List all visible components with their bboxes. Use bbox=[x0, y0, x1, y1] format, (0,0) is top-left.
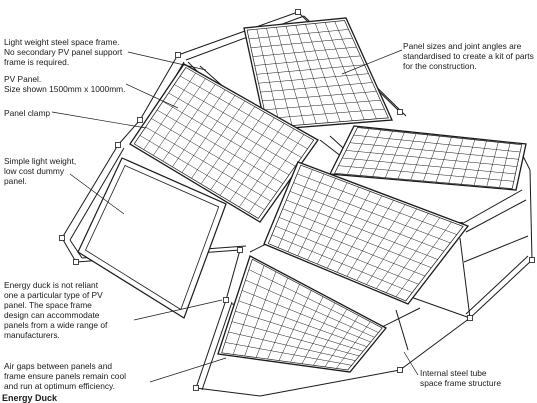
label-space-frame: Light weight steel space frame. No secon… bbox=[4, 37, 123, 67]
pv-panel-5 bbox=[217, 255, 388, 373]
frame-member-2 bbox=[185, 15, 305, 61]
panel-clamp-15 bbox=[397, 109, 403, 115]
panel-clamp-11 bbox=[467, 315, 473, 321]
frame-member-31 bbox=[395, 309, 409, 351]
leader-line-7 bbox=[341, 49, 403, 75]
label-internal-tube: Internal steel tube space frame structur… bbox=[420, 368, 501, 388]
pv-cell-grid bbox=[225, 265, 379, 369]
pv-panel-frame bbox=[243, 17, 393, 131]
frame-member-29 bbox=[459, 237, 471, 319]
frame-member-11 bbox=[69, 239, 83, 259]
pv-panel-4 bbox=[263, 161, 470, 305]
frame-member-1 bbox=[177, 11, 299, 56]
panel-clamp-9 bbox=[193, 385, 199, 391]
pv-cell-grid bbox=[139, 72, 308, 213]
leader-line-8 bbox=[403, 351, 419, 376]
pv-panel-inner-edge bbox=[133, 67, 315, 219]
dummy-panel-outer bbox=[77, 157, 227, 319]
frame-member-28 bbox=[463, 235, 529, 263]
frame-member-8 bbox=[61, 144, 119, 239]
pv-panel-inner-edge bbox=[246, 20, 389, 128]
panel-clamp-10 bbox=[397, 367, 403, 373]
frame-member-10 bbox=[61, 237, 77, 263]
pv-panel-1 bbox=[243, 17, 393, 131]
frame-member-27 bbox=[465, 199, 527, 233]
frame-member-17 bbox=[195, 299, 227, 389]
frame-member-30 bbox=[407, 295, 471, 319]
leader-line-4 bbox=[69, 173, 125, 215]
leader-line-6 bbox=[149, 357, 227, 383]
panel-clamp-12 bbox=[529, 257, 535, 263]
pv-panel-group bbox=[129, 17, 527, 373]
label-panel-sizes: Panel sizes and joint angles are standar… bbox=[403, 41, 534, 71]
pv-cell-grid bbox=[271, 169, 457, 297]
leader-line-1 bbox=[127, 51, 207, 71]
pv-cell-grid bbox=[338, 128, 521, 188]
frame-member-7 bbox=[117, 119, 141, 146]
panel-clamp-6 bbox=[73, 259, 79, 265]
label-energy-duck: Energy duck is not reliant one a particu… bbox=[4, 280, 108, 340]
label-pv-panel: PV Panel. Size shown 1500mm x 1000mm. bbox=[4, 74, 126, 94]
label-panel-clamp: Panel clamp bbox=[4, 108, 51, 118]
frame-member-21 bbox=[399, 317, 471, 371]
panel-clamp-5 bbox=[59, 235, 65, 241]
panel-clamp-7 bbox=[237, 247, 243, 253]
pv-cell-grid bbox=[248, 21, 385, 127]
frame-member-24 bbox=[529, 169, 533, 261]
frame-member-20 bbox=[259, 369, 401, 397]
leader-line-2 bbox=[125, 83, 179, 109]
label-air-gaps: Air gaps between panels and frame ensure… bbox=[4, 361, 126, 391]
frame-member-16 bbox=[225, 249, 241, 301]
leader-line-3 bbox=[51, 111, 147, 129]
frame-member-23 bbox=[465, 255, 529, 315]
frame-member-19 bbox=[195, 387, 261, 397]
panel-clamp-4 bbox=[115, 142, 121, 148]
panel-clamp-1 bbox=[175, 52, 181, 58]
panel-clamp-8 bbox=[223, 297, 229, 303]
frame-member-36 bbox=[379, 307, 421, 329]
frame-member-18 bbox=[201, 301, 233, 391]
panel-clamp-2 bbox=[295, 9, 301, 15]
pv-panel-frame bbox=[129, 63, 319, 223]
leader-lines bbox=[51, 49, 419, 383]
pv-panel-2 bbox=[129, 63, 319, 223]
panel-clamp-3 bbox=[137, 117, 143, 123]
frame-member-5 bbox=[139, 57, 177, 121]
leader-line-5 bbox=[133, 299, 223, 321]
pv-panel-frame bbox=[217, 255, 388, 373]
cut-off-heading: Energy Duck bbox=[2, 393, 58, 403]
pv-panel-3 bbox=[328, 125, 527, 191]
frame-member-22 bbox=[469, 259, 533, 319]
label-dummy-panel: Simple light weight, low cost dummy pane… bbox=[4, 156, 77, 186]
frame-member-26 bbox=[459, 189, 523, 226]
